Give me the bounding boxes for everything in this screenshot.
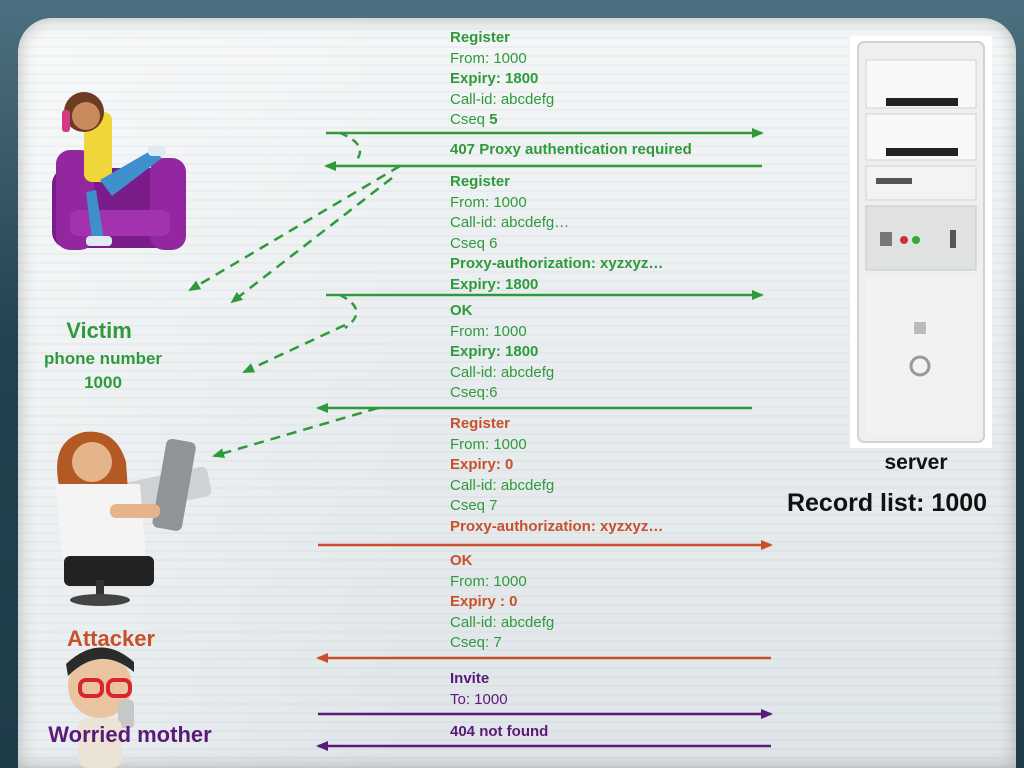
message-title: Register: [450, 29, 511, 46]
message-cseq: Cseq 6: [450, 234, 498, 252]
background-texture: [18, 18, 1016, 768]
message-callid: Call-id: abcdefg…: [450, 214, 570, 231]
message-cseq: Cseq 5: [450, 110, 554, 131]
message-ok-7: OK From: 1000 Expiry : 0 Call-id: abcdef…: [450, 551, 554, 654]
server-label: server: [884, 451, 948, 474]
dashed-arrow-to-attacker: [212, 406, 379, 458]
message-invite: Invite To: 1000: [450, 669, 508, 710]
message-404: 404 not found: [450, 722, 548, 743]
message-register-6: Register From: 1000 Call-id: abcdefg… Cs…: [450, 172, 663, 295]
message-title: Register: [450, 415, 511, 432]
message-from: From: 1000: [450, 572, 527, 590]
message-407: 407 Proxy authentication required: [450, 140, 692, 161]
message-title: OK: [450, 552, 473, 569]
message-expiry: Expiry: 1800: [450, 343, 539, 360]
dashed-arrow-to-victim-1: [188, 164, 401, 292]
mother-label: Worried mother: [48, 722, 212, 747]
victim-label: Victim: [66, 318, 132, 343]
cseq-value: 5: [489, 111, 498, 128]
message-auth: Proxy-authorization: xyzxyz…: [450, 255, 664, 272]
message-callid: Call-id: abcdefg: [450, 363, 555, 381]
attacker-illustration: [56, 431, 212, 606]
message-from: From: 1000: [450, 49, 527, 67]
message-register-7: Register From: 1000 Expiry: 0 Call-id: a…: [450, 414, 663, 537]
dashed-link-2: [339, 293, 358, 330]
message-auth: Proxy-authorization: xyzxyz…: [450, 517, 664, 535]
message-expiry: Expiry: 1800: [450, 70, 539, 87]
message-title: OK: [450, 302, 473, 319]
message-register-5: Register From: 1000 Expiry: 1800 Call-id…: [450, 28, 554, 131]
message-expiry: Expiry: 0: [450, 456, 514, 473]
message-title: 407 Proxy authentication required: [450, 141, 692, 158]
victim-illustration: [52, 92, 186, 250]
message-to: To: 1000: [450, 690, 508, 708]
dashed-arrow-to-victim-2: [230, 177, 393, 304]
message-cseq: Cseq:6: [450, 384, 498, 401]
server-illustration: [850, 36, 992, 448]
message-callid: Call-id: abcdefg: [450, 476, 555, 494]
record-list-label: Record list: 1000: [786, 489, 988, 517]
message-from: From: 1000: [450, 193, 527, 211]
message-title: 404 not found: [450, 723, 549, 740]
mother-illustration: [66, 647, 134, 768]
victim-phone-label: phone number: [43, 349, 163, 368]
message-title: Invite: [450, 670, 490, 687]
message-cseq: Cseq 7: [450, 497, 498, 514]
attacker-label: Attacker: [66, 626, 156, 651]
message-ok-6: OK From: 1000 Expiry: 1800 Call-id: abcd…: [450, 301, 554, 404]
message-callid: Call-id: abcdefg: [450, 90, 555, 108]
message-from: From: 1000: [450, 435, 527, 453]
message-callid: Call-id: abcdefg: [450, 613, 555, 631]
message-title: Register: [450, 173, 511, 190]
message-cseq: Cseq: 7: [450, 634, 502, 651]
slide-panel: [18, 18, 1016, 768]
dashed-link-1: [339, 131, 362, 163]
message-expiry: Expiry : 0: [450, 593, 518, 610]
dashed-arrow-to-victim-3: [242, 323, 346, 374]
cseq-label: Cseq: [450, 111, 490, 128]
victim-number: 1000: [84, 373, 122, 392]
message-expiry: Expiry: 1800: [450, 275, 539, 293]
message-from: From: 1000: [450, 322, 527, 340]
